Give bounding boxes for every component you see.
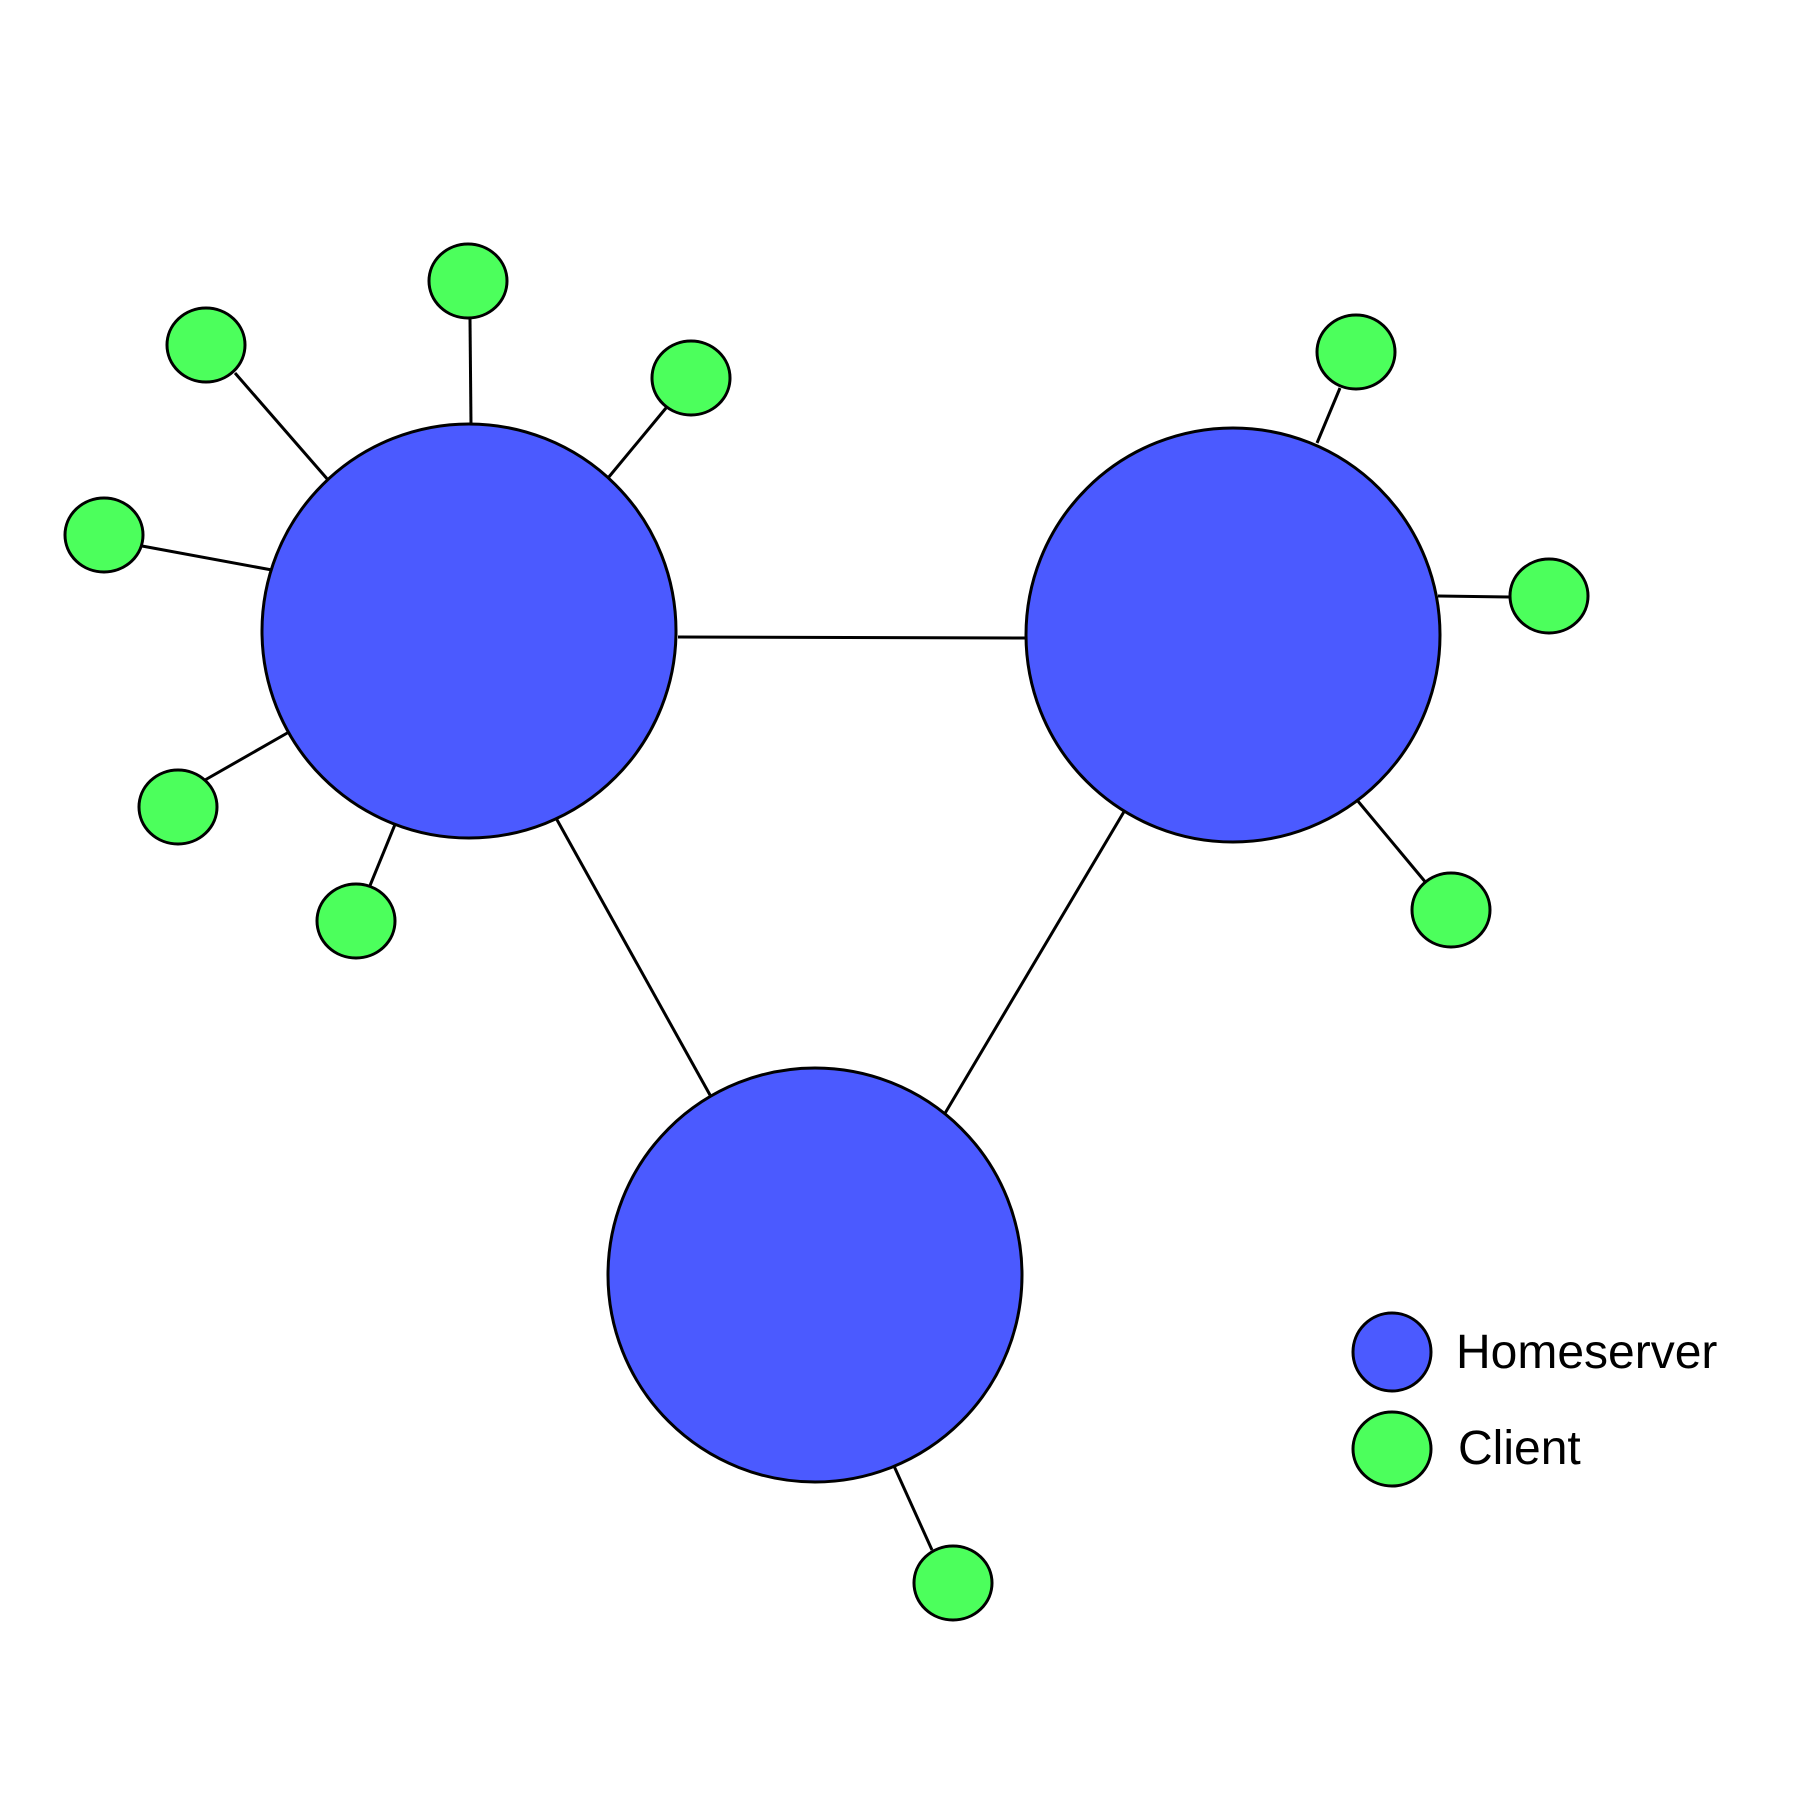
legend-client-label: Client xyxy=(1458,1422,1581,1475)
link-left-bottom xyxy=(554,817,712,1096)
client-node xyxy=(137,768,219,846)
link-left-client-4 xyxy=(141,544,273,572)
client-node xyxy=(1508,557,1590,635)
client-node xyxy=(315,882,397,960)
client-node xyxy=(650,339,732,417)
legend-homeserver-swatch xyxy=(1351,1311,1433,1393)
legend: Homeserver Client xyxy=(1351,1311,1717,1488)
link-right-client-3 xyxy=(1355,799,1429,885)
clients xyxy=(63,242,1590,1622)
link-right-client-2 xyxy=(1437,594,1510,599)
client-node xyxy=(912,1544,994,1622)
link-left-client-2 xyxy=(468,318,473,426)
edges xyxy=(141,318,1510,1551)
link-left-client-5 xyxy=(204,730,290,782)
homeservers xyxy=(260,422,1442,1484)
homeserver-left-node xyxy=(260,422,678,840)
client-node xyxy=(1315,313,1397,391)
link-left-client-6 xyxy=(367,821,398,889)
link-left-right xyxy=(677,635,1029,640)
client-node xyxy=(427,242,509,320)
link-left-client-1 xyxy=(233,372,331,482)
client-node xyxy=(1410,871,1492,949)
link-left-client-3 xyxy=(606,407,668,479)
client-node xyxy=(165,306,247,384)
link-right-client-1 xyxy=(1315,387,1342,444)
client-node xyxy=(63,496,145,574)
link-bottom-client-1 xyxy=(892,1465,934,1551)
homeserver-right-node xyxy=(1024,426,1442,844)
legend-homeserver-label: Homeserver xyxy=(1456,1326,1717,1379)
legend-client-swatch xyxy=(1351,1410,1433,1488)
link-right-bottom xyxy=(942,809,1127,1116)
homeserver-bottom-node xyxy=(606,1066,1024,1484)
